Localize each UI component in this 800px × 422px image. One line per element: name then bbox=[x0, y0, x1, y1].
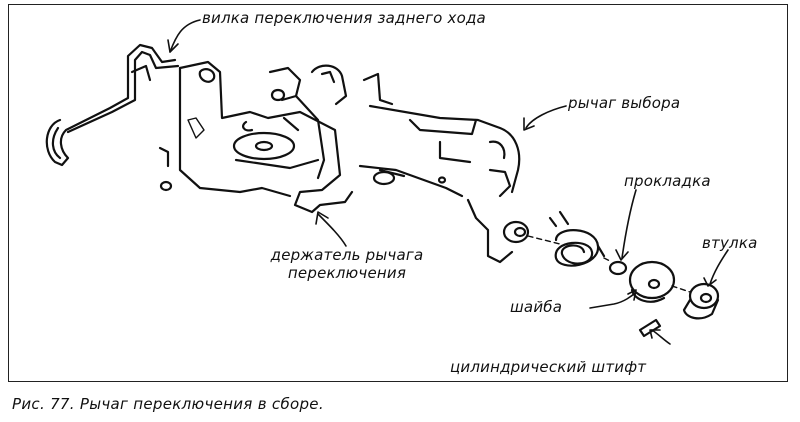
label-reverse-fork: вилка переключения заднего хода bbox=[202, 9, 486, 27]
figure-caption: Рис. 77. Рычаг переключения в сборе. bbox=[12, 395, 324, 413]
figure-frame bbox=[8, 4, 788, 382]
reverse-fork-part bbox=[45, 43, 180, 167]
assembly-axis-line bbox=[527, 235, 691, 293]
label-washer: шайба bbox=[510, 298, 563, 316]
selector-mechanism-part bbox=[268, 64, 394, 180]
return-spring-part bbox=[548, 210, 606, 267]
washer-part bbox=[628, 260, 676, 303]
cylindrical-pin-part bbox=[638, 318, 662, 338]
label-selector-lever: рычаг выбора bbox=[568, 94, 681, 112]
label-bushing: втулка bbox=[702, 234, 758, 252]
label-gasket: прокладка bbox=[624, 172, 711, 190]
gasket-part bbox=[608, 260, 628, 276]
label-cylindrical-pin: цилиндрический штифт bbox=[450, 358, 647, 376]
bushing-part bbox=[682, 282, 720, 320]
lever-holder-part bbox=[158, 60, 354, 214]
label-holder-line1: держатель рычага bbox=[270, 246, 424, 264]
label-holder-line2: переключения bbox=[287, 264, 407, 282]
selector-lever-part bbox=[358, 104, 530, 264]
leader-lines bbox=[167, 19, 729, 345]
